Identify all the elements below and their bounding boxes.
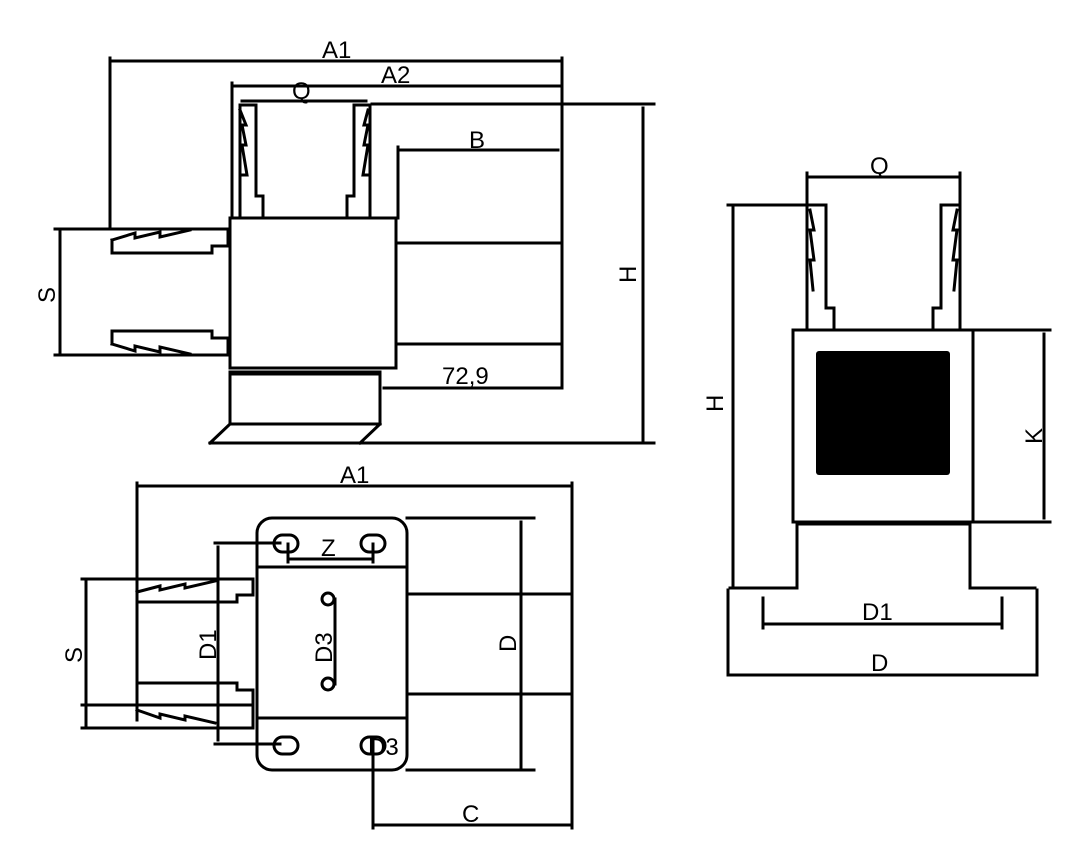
dimension-d1-front: D1 — [761, 596, 1004, 630]
label-h: H — [615, 266, 642, 283]
label-k: K — [1021, 428, 1048, 444]
dimension-k: K — [973, 328, 1052, 524]
dimension-z: Z — [286, 535, 375, 564]
top-pipe — [238, 103, 372, 220]
label-q-front: Q — [870, 153, 889, 180]
valve-body-front — [791, 328, 975, 524]
feet — [726, 522, 1039, 677]
bottom-view: A1 D Z — [61, 462, 574, 830]
dimension-72-9: 72,9 — [382, 363, 562, 390]
dimension-d-front: D — [729, 650, 1036, 677]
label-c: C — [462, 801, 479, 828]
dimension-d: D — [405, 516, 536, 772]
label-b: B — [469, 127, 485, 154]
label-h-front: H — [702, 395, 729, 412]
label-d1: D1 — [195, 629, 222, 660]
dimension-q: Q — [240, 78, 368, 105]
display-window — [816, 351, 950, 475]
dimension-a2: A2 — [230, 62, 562, 220]
label-z: Z — [321, 535, 336, 562]
label-s-bottom: S — [61, 647, 88, 663]
base — [207, 370, 383, 446]
dimension-h-front: H — [702, 203, 828, 590]
label-d3: D3 — [311, 632, 338, 663]
label-s: S — [34, 287, 61, 303]
left-pipe — [53, 227, 230, 357]
dimension-d1: D1 — [195, 541, 282, 746]
label-d: D — [495, 635, 522, 652]
dimension-c: C — [371, 738, 572, 830]
mounting-plate — [255, 516, 409, 772]
label-72-9: 72,9 — [442, 363, 489, 390]
label-q: Q — [292, 78, 311, 105]
label-a1: A1 — [322, 37, 351, 64]
label-d1-front: D1 — [862, 599, 893, 626]
dimension-q-front: Q — [805, 153, 962, 329]
dimension-s: S — [34, 230, 62, 354]
left-pipe-bottom — [80, 577, 255, 730]
top-pipe-front — [805, 203, 962, 330]
dimension-b: B — [396, 127, 560, 220]
valve-body — [228, 216, 398, 370]
dimension-d3: D3 — [311, 591, 338, 692]
label-a2: A2 — [381, 62, 410, 89]
label-d-front: D — [871, 650, 888, 677]
label-a1-bottom: A1 — [340, 462, 369, 489]
dimension-h: H — [208, 102, 656, 445]
front-view: Q H K D1 D — [702, 153, 1052, 677]
dimension-a1: A1 — [108, 37, 564, 390]
side-view: A1 A2 Q H B — [34, 37, 656, 446]
dimension-s-bottom: S — [61, 580, 88, 728]
